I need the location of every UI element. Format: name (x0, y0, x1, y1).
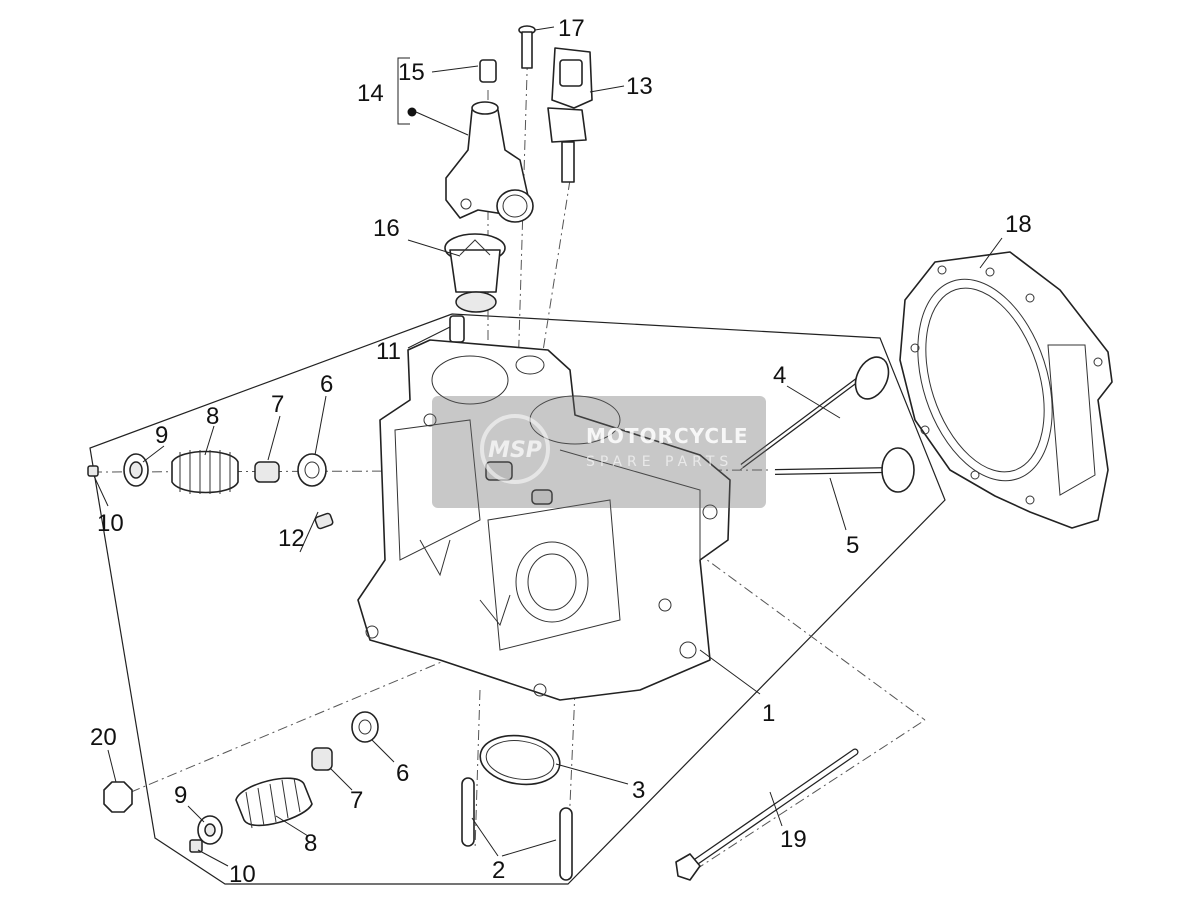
watermark-logo-text: MSP (488, 438, 542, 463)
cylinder-head-part (357, 339, 731, 701)
dowel-11-part (449, 315, 465, 343)
callout-17: 17 (558, 15, 585, 42)
leader-lines (93, 26, 1003, 867)
callout-20: 20 (90, 724, 117, 751)
lower-valve-train-parts (103, 711, 379, 853)
stud-bolt-part (675, 748, 859, 881)
plug-12-part (314, 512, 334, 530)
callout-15: 15 (398, 59, 425, 86)
watermark-subtitle: SPARE PARTS (586, 454, 734, 470)
upper-valve-train-parts (87, 450, 327, 494)
callout-8-lower: 8 (304, 830, 317, 857)
assembly-outline (89, 313, 946, 885)
callout-8-upper: 8 (206, 403, 219, 430)
watermark-overlay: MSP MOTORCYCLE SPARE PARTS (432, 396, 766, 508)
valve-5-part (774, 447, 915, 493)
callout-10-lower: 10 (229, 861, 256, 888)
callout-2: 2 (492, 857, 505, 884)
callout-5: 5 (846, 532, 859, 559)
watermark-name: MOTORCYCLE (586, 424, 749, 448)
callout-labels: 17 15 14 13 16 18 11 4 6 7 8 9 10 12 5 1… (90, 15, 1032, 888)
group-dot (407, 107, 417, 117)
bleed-screw-part (479, 59, 497, 83)
callout-6-lower: 6 (396, 760, 409, 787)
callout-9-lower: 9 (174, 782, 187, 809)
callout-18: 18 (1005, 211, 1032, 238)
callout-19: 19 (780, 826, 807, 853)
thermostat-housing-part (445, 101, 534, 223)
head-gasket-part (899, 251, 1113, 529)
o-ring-part (479, 734, 561, 786)
callout-16: 16 (373, 215, 400, 242)
callout-10-upper: 10 (97, 510, 124, 537)
callout-7-lower: 7 (350, 787, 363, 814)
watermark-logo: MSP (480, 414, 550, 484)
temperature-sensor-part (547, 47, 593, 183)
callout-12: 12 (278, 525, 305, 552)
callout-4: 4 (773, 362, 786, 389)
callout-3: 3 (632, 777, 645, 804)
dowel-pins-part (461, 777, 573, 881)
callout-14: 14 (357, 80, 384, 107)
callout-7-upper: 7 (271, 391, 284, 418)
group-bracket (397, 57, 410, 125)
screw-17-part (518, 25, 536, 69)
callout-6-upper: 6 (320, 371, 333, 398)
valve-4-part (740, 356, 890, 469)
callout-11: 11 (376, 338, 401, 365)
callout-13: 13 (626, 73, 653, 100)
callout-1: 1 (762, 700, 775, 727)
thermostat-part (444, 233, 506, 313)
callout-9-upper: 9 (155, 422, 168, 449)
